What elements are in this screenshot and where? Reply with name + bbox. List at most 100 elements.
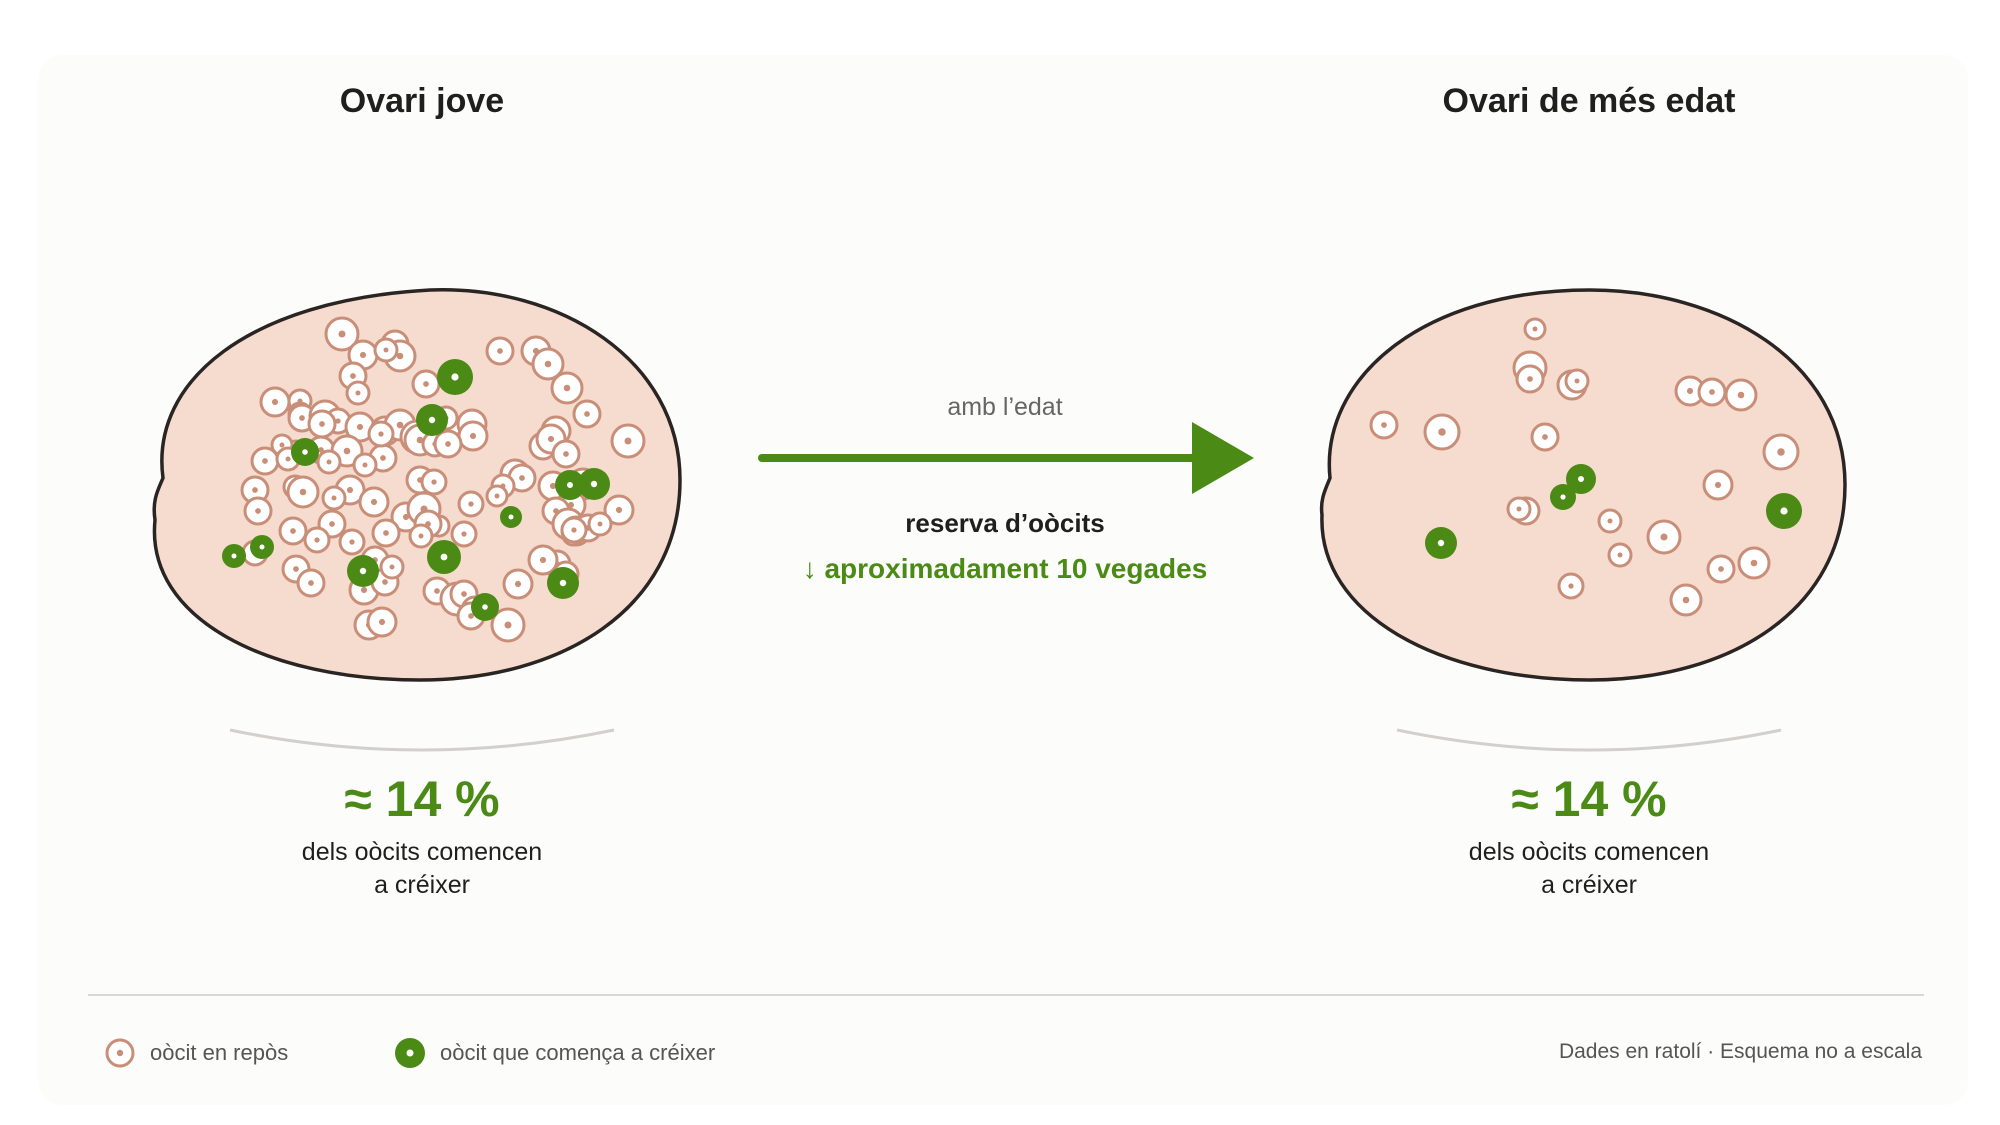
resting-oocyte-nucleus — [1532, 326, 1538, 332]
resting-oocyte-nucleus — [468, 613, 474, 619]
young-ovary-description-line1: dels oòcits comencen — [301, 838, 543, 866]
resting-oocyte-nucleus — [504, 621, 512, 629]
resting-oocyte-nucleus — [380, 455, 386, 461]
resting-oocyte-nucleus — [299, 415, 305, 421]
resting-oocyte-nucleus — [356, 423, 364, 431]
resting-oocyte-nucleus — [346, 486, 354, 494]
resting-oocyte-nucleus — [1682, 596, 1690, 604]
legend-growing-label: oòcit que comença a créixer — [440, 1040, 716, 1065]
resting-oocyte-nucleus — [1381, 422, 1387, 428]
young-ovary-description: dels oòcits comencen a créixer — [72, 836, 772, 902]
resting-oocyte-nucleus — [1750, 559, 1758, 567]
resting-oocyte-nucleus — [563, 451, 569, 457]
resting-oocyte-nucleus — [1438, 428, 1446, 436]
resting-oocyte-nucleus — [597, 521, 603, 527]
resting-oocyte-nucleus — [355, 390, 361, 396]
resting-oocyte-nucleus — [1542, 434, 1548, 440]
young-ovary — [152, 288, 682, 682]
older-ovary-description-line2: a créixer — [1541, 871, 1637, 899]
growing-oocyte-nucleus — [590, 480, 598, 488]
resting-oocyte-nucleus — [445, 441, 451, 447]
older-ovary-bracket-arc — [1396, 728, 1782, 752]
resting-oocyte-nucleus — [1777, 448, 1785, 456]
growing-oocyte-nucleus — [482, 604, 488, 610]
resting-oocyte-nucleus — [343, 447, 351, 455]
young-ovary-description-line2: a créixer — [374, 871, 470, 899]
arrow-top-label: amb l’edat — [947, 393, 1063, 421]
resting-oocyte-nucleus — [514, 580, 522, 588]
growing-oocyte-nucleus — [1437, 539, 1445, 547]
resting-oocyte-nucleus — [563, 384, 571, 392]
young-ovary-follicles — [222, 316, 646, 643]
growing-oocyte-nucleus — [302, 449, 308, 455]
young-ovary-bracket-arc — [229, 728, 615, 752]
resting-oocyte-nucleus — [293, 566, 299, 572]
resting-oocyte-nucleus — [1568, 583, 1574, 589]
resting-oocyte-nucleus — [319, 421, 325, 427]
resting-oocyte-nucleus — [255, 508, 261, 514]
resting-oocyte-nucleus — [314, 537, 320, 543]
resting-oocyte-nucleus — [350, 373, 356, 379]
resting-oocyte-nucleus — [359, 351, 367, 359]
resting-oocyte-nucleus — [539, 556, 547, 564]
growing-oocyte-nucleus — [359, 567, 367, 575]
resting-oocyte-nucleus — [519, 475, 525, 481]
resting-oocyte-nucleus — [461, 531, 467, 537]
resting-oocyte-nucleus — [331, 495, 337, 501]
resting-oocyte-nucleus — [383, 347, 389, 353]
resting-oocyte-nucleus — [547, 435, 555, 443]
resting-oocyte-nucleus — [349, 539, 355, 545]
growing-oocyte-nucleus — [559, 579, 567, 587]
footnote: Dades en ratolí · Esquema no a escala — [1558, 1040, 1922, 1063]
resting-oocyte-nucleus — [544, 360, 552, 368]
growing-oocyte-nucleus — [259, 544, 265, 550]
growing-oocyte-nucleus — [1578, 476, 1584, 482]
resting-oocyte-nucleus — [1718, 566, 1724, 572]
resting-oocyte-nucleus — [431, 479, 437, 485]
resting-oocyte-nucleus — [396, 352, 404, 360]
growing-oocyte-nucleus — [231, 553, 237, 559]
resting-oocyte-nucleus — [434, 588, 440, 594]
resting-oocyte-nucleus — [402, 513, 410, 521]
resting-oocyte-nucleus — [584, 411, 590, 417]
resting-oocyte-nucleus — [378, 618, 386, 626]
legend-item-growing: oòcit que comença a créixer — [394, 1036, 715, 1070]
resting-oocyte-nucleus — [362, 462, 368, 468]
resting-oocyte-nucleus — [1686, 387, 1694, 395]
young-ovary-title: Ovari jove — [339, 82, 505, 120]
older-ovary-description: dels oòcits comencen a créixer — [1239, 836, 1939, 902]
resting-oocyte-nucleus — [1607, 518, 1613, 524]
resting-oocyte-nucleus — [262, 458, 268, 464]
resting-oocyte-nucleus — [494, 493, 500, 499]
older-ovary — [1319, 288, 1847, 682]
resting-oocyte-nucleus — [329, 521, 335, 527]
resting-oocyte-nucleus — [1714, 481, 1722, 489]
resting-oocyte-nucleus — [271, 398, 279, 406]
resting-oocyte-nucleus — [1660, 533, 1668, 541]
reserve-change-label: ↓ aproximadament 10 vegades — [802, 553, 1208, 584]
resting-oocyte-nucleus — [285, 456, 291, 462]
resting-oocyte-icon — [105, 1038, 135, 1068]
resting-oocyte-nucleus — [423, 381, 429, 387]
growing-oocyte-icon — [395, 1038, 425, 1068]
resting-oocyte-nucleus — [461, 591, 467, 597]
growing-oocyte-nucleus — [1780, 507, 1788, 515]
resting-oocyte-nucleus — [1617, 552, 1623, 558]
resting-oocyte-nucleus — [396, 421, 404, 429]
resting-oocyte-nucleus — [1737, 391, 1745, 399]
resting-oocyte-nucleus — [338, 330, 346, 338]
age-arrow — [758, 422, 1254, 494]
resting-oocyte-nucleus — [360, 586, 368, 594]
growing-oocyte-nucleus — [567, 482, 573, 488]
growing-oocyte-nucleus — [428, 416, 436, 424]
growing-oocyte-nucleus — [440, 553, 448, 561]
resting-oocyte-nucleus — [418, 533, 424, 539]
resting-oocyte-nucleus — [624, 437, 632, 445]
older-ovary-description-line1: dels oòcits comencen — [1468, 838, 1710, 866]
resting-oocyte-nucleus — [615, 506, 623, 514]
legend-resting-label: oòcit en repòs — [150, 1040, 289, 1065]
resting-oocyte-nucleus — [1574, 378, 1580, 384]
resting-oocyte-nucleus — [571, 527, 577, 533]
resting-oocyte-nucleus — [370, 498, 378, 506]
young-ovary-percent: ≈ 14 % — [344, 771, 500, 827]
